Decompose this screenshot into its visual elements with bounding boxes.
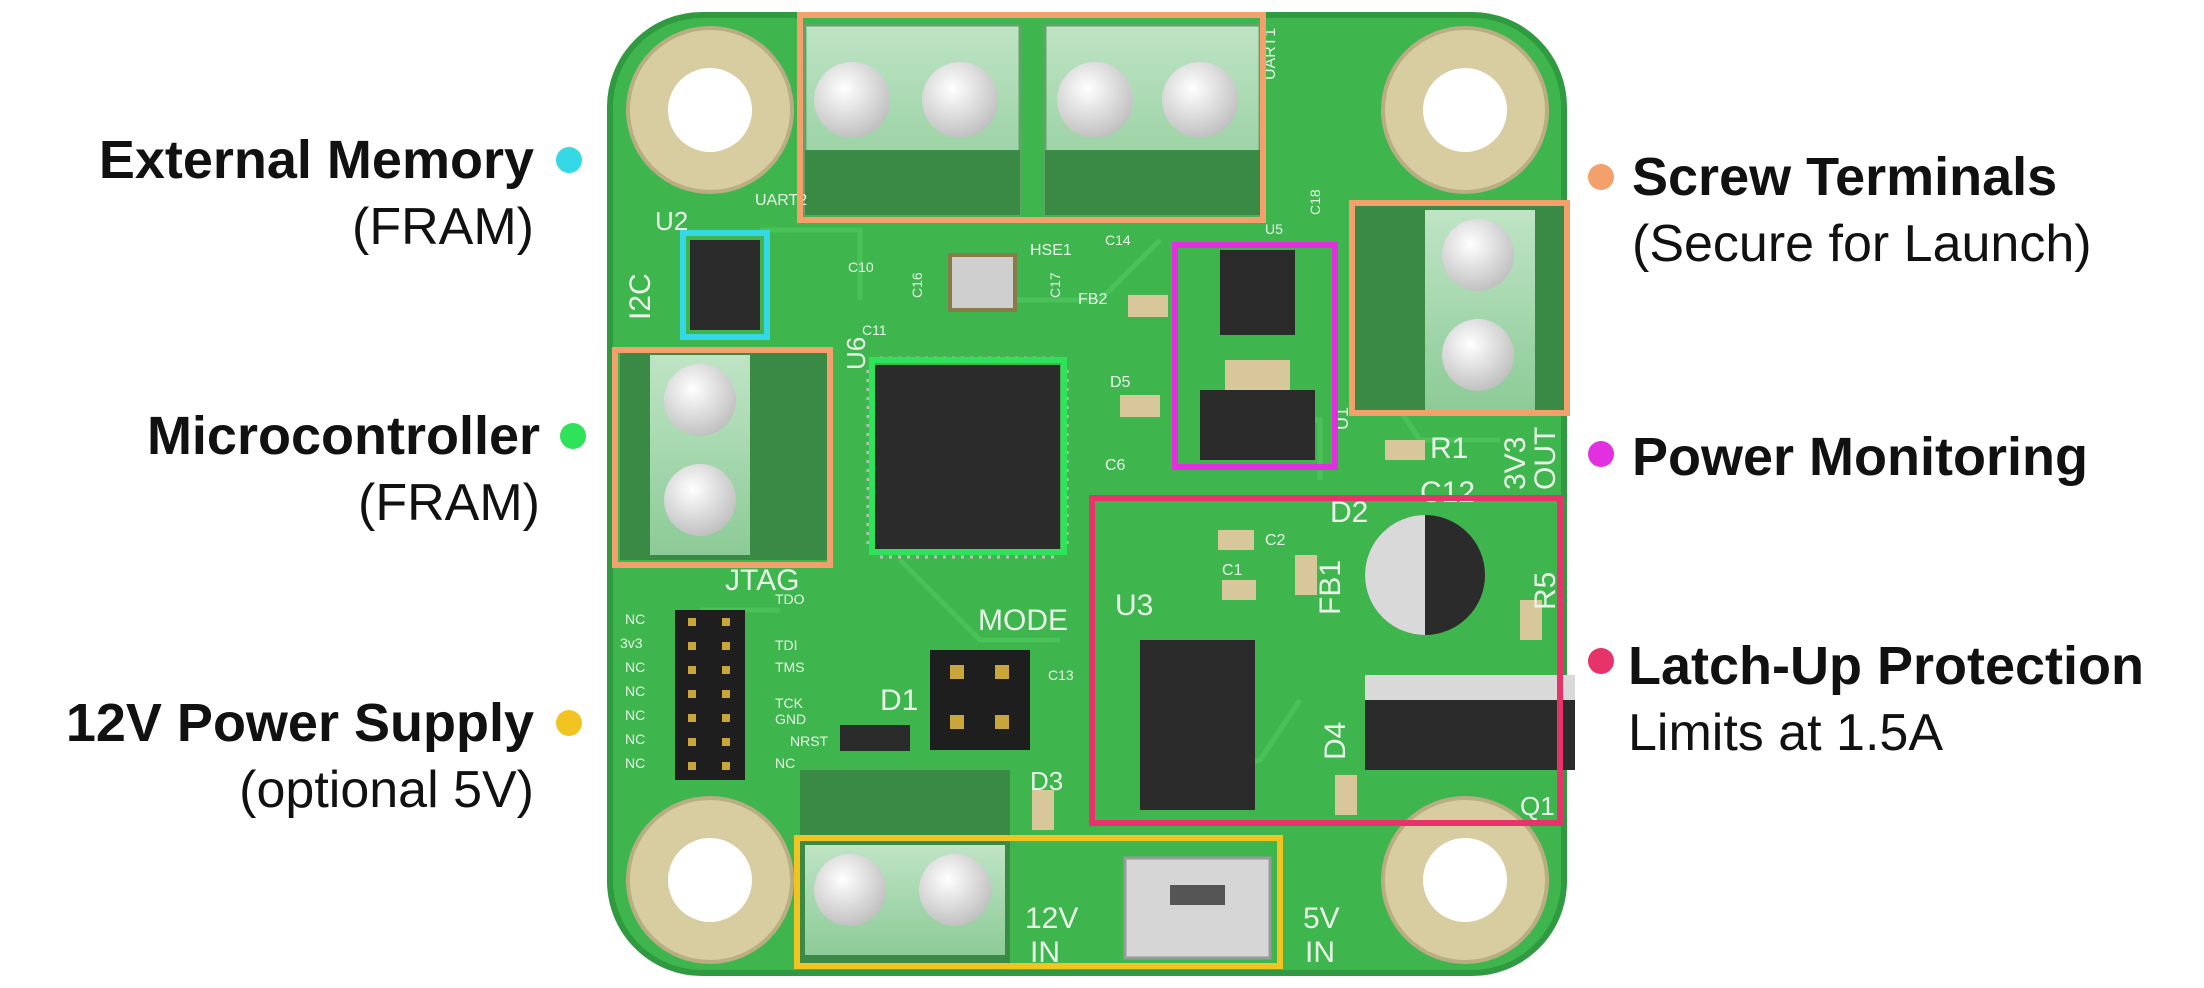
silk-3v3: 3V3 — [1499, 437, 1532, 490]
silk-c16: C16 — [909, 272, 925, 298]
silk-u5: U5 — [1265, 221, 1283, 237]
silk-mode: MODE — [978, 604, 1068, 637]
mounting-hole-top-right — [1383, 28, 1547, 192]
silk-c6: C6 — [1105, 457, 1126, 474]
silk-fb2: FB2 — [1078, 291, 1107, 308]
mounting-hole-top-left — [628, 28, 792, 192]
usb-connector — [1125, 858, 1270, 958]
jtag-header — [675, 610, 745, 780]
jtag-left-5: NC — [625, 707, 645, 723]
mounting-hole-bottom-left — [628, 798, 792, 962]
label-power-monitoring: Power Monitoring — [1632, 430, 2088, 484]
label-external-memory-title: External Memory — [99, 133, 534, 187]
silk-d1: D1 — [880, 684, 918, 717]
silk-c17: C17 — [1047, 272, 1063, 298]
power-supply-dot — [556, 710, 582, 736]
electrolytic-capacitor — [1365, 515, 1485, 635]
jtag-left-6: NC — [625, 731, 645, 747]
regulator-chip — [1200, 390, 1315, 460]
label-microcontroller-sub: (FRAM) — [147, 477, 540, 529]
silk-d4: D4 — [1319, 722, 1352, 760]
jtag-right-1: TDO — [775, 591, 805, 607]
label-microcontroller-title: Microcontroller — [147, 409, 540, 463]
silk-5v: 5V — [1303, 902, 1340, 935]
silk-c11: C11 — [862, 322, 887, 338]
microcontroller-chip — [868, 358, 1067, 557]
label-latchup: Latch-Up Protection Limits at 1.5A — [1628, 639, 2144, 759]
jtag-left-7: NC — [625, 755, 645, 771]
screw-terminals-dot — [1588, 164, 1614, 190]
screw-terminal-left — [620, 350, 830, 560]
label-power-supply: 12V Power Supply (optional 5V) — [66, 696, 534, 816]
silk-hse1: HSE1 — [1030, 242, 1072, 259]
silk-c10: C10 — [848, 259, 874, 275]
jtag-right-7: NC — [775, 755, 795, 771]
silk-c12: C12 — [1420, 476, 1475, 509]
jtag-right-3: TMS — [775, 659, 805, 675]
label-latchup-sub: Limits at 1.5A — [1628, 707, 2144, 759]
silk-out: OUT — [1529, 427, 1562, 490]
silk-c14: C14 — [1105, 232, 1131, 248]
jtag-left-1: NC — [625, 611, 645, 627]
jtag-left-4: NC — [625, 683, 645, 699]
jtag-right-4: TCK — [775, 695, 804, 711]
mode-header — [930, 650, 1030, 750]
silk-c1: C1 — [1222, 562, 1243, 579]
jtag-right-2: TDI — [775, 637, 798, 653]
silk-u6: U6 — [841, 337, 871, 370]
fram-chip — [690, 240, 760, 330]
label-screw-terminals-title: Screw Terminals — [1632, 150, 2092, 204]
silk-q1: Q1 — [1520, 791, 1555, 821]
label-power-supply-title: 12V Power Supply — [66, 696, 534, 750]
screw-terminal-right — [1355, 205, 1565, 415]
label-screw-terminals-sub: (Secure for Launch) — [1632, 218, 2092, 270]
screw-terminal-power-bottom — [800, 770, 1010, 965]
label-power-monitoring-title: Power Monitoring — [1632, 430, 2088, 484]
label-external-memory: External Memory (FRAM) — [99, 133, 534, 253]
silk-c13: C13 — [1048, 667, 1074, 683]
silk-d5: D5 — [1110, 374, 1131, 391]
power-monitoring-dot — [1588, 441, 1614, 467]
silk-i2c: I2C — [624, 273, 657, 320]
label-external-memory-sub: (FRAM) — [99, 201, 534, 253]
jtag-left-3: NC — [625, 659, 645, 675]
jtag-left-2: 3v3 — [620, 635, 643, 651]
regulator-tab — [1225, 360, 1290, 390]
jtag-right-5: GND — [775, 711, 806, 727]
label-microcontroller: Microcontroller (FRAM) — [147, 409, 540, 529]
silk-c18: C18 — [1307, 189, 1323, 215]
silk-u3: U3 — [1115, 589, 1153, 622]
label-power-supply-sub: (optional 5V) — [66, 764, 534, 816]
power-monitor-chip — [1220, 250, 1295, 335]
label-screw-terminals: Screw Terminals (Secure for Launch) — [1632, 150, 2092, 270]
crystal-hse1 — [950, 255, 1015, 310]
jtag-right-6: NRST — [790, 733, 829, 749]
silk-d3: D3 — [1030, 766, 1063, 796]
silk-5v-in: IN — [1305, 936, 1335, 969]
silk-fb1: FB1 — [1314, 560, 1347, 615]
microcontroller-dot — [560, 423, 586, 449]
label-latchup-title: Latch-Up Protection — [1628, 639, 2144, 693]
silk-r1: R1 — [1430, 432, 1468, 465]
silk-c2: C2 — [1265, 532, 1286, 549]
external-memory-dot — [556, 147, 582, 173]
latchup-dot — [1588, 648, 1614, 674]
latchup-ic-u3 — [1140, 640, 1255, 810]
silk-12v: 12V — [1025, 902, 1078, 935]
